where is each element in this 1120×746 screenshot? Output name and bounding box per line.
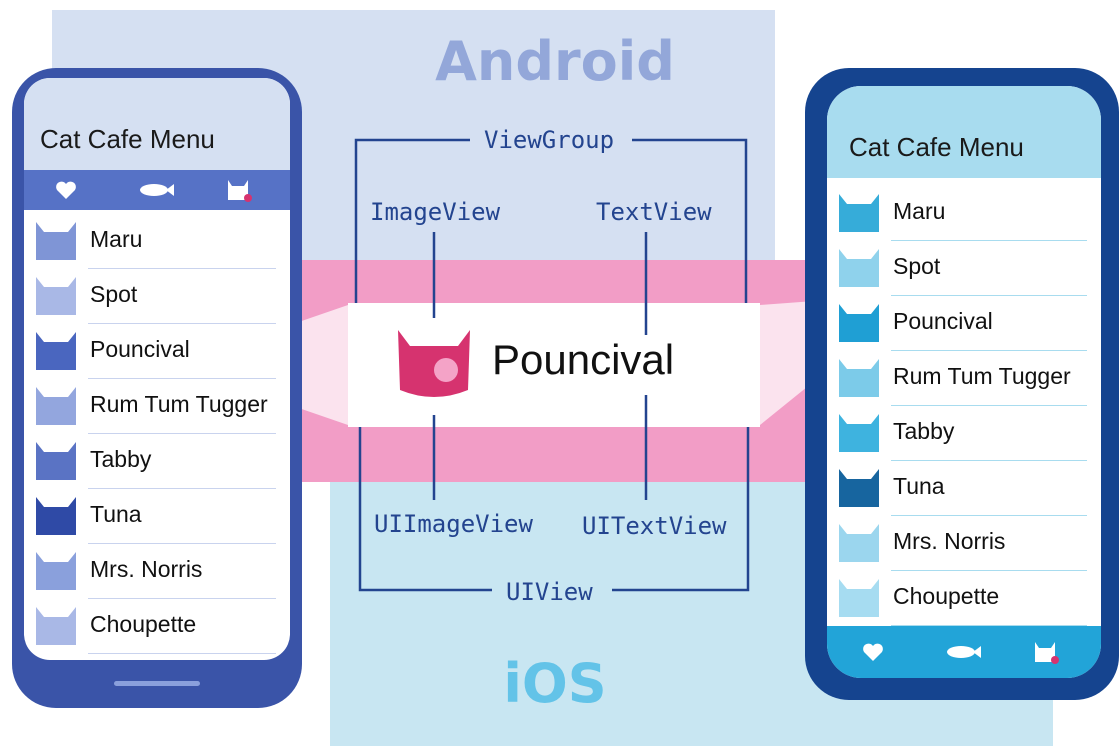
cat-name: Maru [893,198,946,224]
ios-label: iOS [503,652,607,715]
cat-badge-icon[interactable] [224,176,254,204]
cat-avatar-icon [36,332,76,370]
cat-name: Spot [893,253,941,279]
viewgroup-label: ViewGroup [484,126,615,154]
cat-name: Tuna [90,501,142,527]
list-item[interactable]: Rum Tum Tugger [827,351,1101,406]
center-cell-name: Pouncival [492,336,675,383]
cat-avatar-icon [36,277,76,315]
pouncival-cat-icon [398,330,470,397]
list-item[interactable]: Tuna [827,461,1101,516]
fish-icon[interactable] [943,640,983,664]
list-item[interactable]: Maru [827,186,1101,241]
row-divider [88,378,276,379]
list-item[interactable]: Choupette [827,571,1101,626]
list-item[interactable]: Choupette [24,599,290,654]
row-divider [891,405,1087,406]
list-item[interactable]: Tabby [24,434,290,489]
row-divider [88,543,276,544]
cat-avatar-icon [36,497,76,535]
row-divider [88,268,276,269]
row-divider [891,570,1087,571]
cat-name: Mrs. Norris [893,528,1006,554]
cat-avatar-icon [839,359,879,397]
list-item[interactable]: Tuna [24,489,290,544]
list-item[interactable]: Pouncival [827,296,1101,351]
heart-icon[interactable] [861,640,885,664]
list-item[interactable]: Rum Tum Tugger [24,379,290,434]
cat-avatar-icon [36,442,76,480]
cat-name: Choupette [90,611,197,637]
cat-name: Pouncival [893,308,993,334]
list-item[interactable]: Tabby [827,406,1101,461]
cat-avatar-icon [839,194,879,232]
uiview-label: UIView [506,578,593,606]
cat-name: Tabby [90,446,152,472]
cat-name: Maru [90,226,143,252]
android-app-title: Cat Cafe Menu [40,124,215,154]
imageview-label: ImageView [370,198,501,226]
cat-name: Mrs. Norris [90,556,203,582]
cat-avatar-icon [36,607,76,645]
android-zoom-wedge [290,305,348,425]
cat-avatar-icon [839,414,879,452]
ios-tab-bar [827,626,1101,678]
cat-avatar-icon [36,552,76,590]
cat-avatar-icon [839,579,879,617]
list-item[interactable]: Spot [827,241,1101,296]
textview-label: TextView [596,198,712,226]
row-divider [88,323,276,324]
ios-app-title: Cat Cafe Menu [849,132,1024,162]
cat-avatar-icon [36,387,76,425]
cat-name: Tuna [893,473,945,499]
cat-avatar-icon [839,469,879,507]
row-divider [891,460,1087,461]
row-divider [891,350,1087,351]
list-item[interactable]: Mrs. Norris [24,544,290,599]
android-label: Android [435,30,675,93]
list-item[interactable]: Maru [24,214,290,269]
row-divider [891,625,1087,626]
row-divider [88,598,276,599]
uiimageview-label: UIImageView [374,510,533,538]
android-tab-bar [24,170,290,210]
row-divider [891,295,1087,296]
fish-icon[interactable] [136,178,176,202]
list-item[interactable]: Mrs. Norris [827,516,1101,571]
cat-name: Choupette [893,583,1000,609]
cat-avatar-icon [839,524,879,562]
heart-icon[interactable] [54,178,78,202]
list-item[interactable]: Pouncival [24,324,290,379]
cat-avatar-icon [839,249,879,287]
cat-avatar-icon [839,304,879,342]
cat-name: Spot [90,281,138,307]
row-divider [891,240,1087,241]
cat-name: Rum Tum Tugger [893,363,1071,389]
list-item[interactable]: Spot [24,269,290,324]
ios-nav-bar: Cat Cafe Menu [827,86,1101,178]
row-divider [88,433,276,434]
cat-avatar-icon [36,222,76,260]
row-divider [891,515,1087,516]
cat-name: Pouncival [90,336,190,362]
android-app-bar: Cat Cafe Menu [24,78,290,170]
android-home-bar [114,681,200,686]
cat-badge-icon[interactable] [1031,638,1061,666]
row-divider [88,488,276,489]
cat-name: Rum Tum Tugger [90,391,268,417]
cat-name: Tabby [893,418,955,444]
row-divider [88,653,276,654]
uitextview-label: UITextView [582,512,727,540]
